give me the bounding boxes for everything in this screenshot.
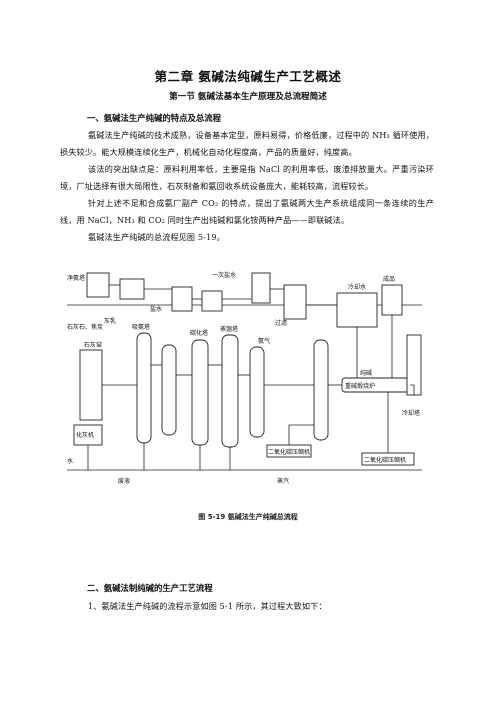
tower-shape bbox=[313, 339, 329, 441]
paragraph-2: 该法的突出缺点是：原料利用率低，主要是指 NaCl 的利用率低，废渣排放量大。严… bbox=[60, 164, 434, 191]
equipment-box bbox=[283, 284, 307, 320]
tower-shape bbox=[191, 339, 209, 446]
subheading-2: 二、氨碱法制纯碱的生产工艺流程 bbox=[87, 583, 213, 593]
tower-shape bbox=[221, 334, 239, 448]
subheading-1: 一、氨碱法生产纯碱的特点及总流程 bbox=[87, 113, 221, 123]
flow-line bbox=[410, 384, 415, 395]
paragraph-5: 1、氨碱法生产纯碱的流程示意如图 5-1 所示，其过程大致如下： bbox=[88, 601, 327, 611]
lime-kiln-shape bbox=[79, 349, 103, 421]
label-distill-tower: 蒸馏塔 bbox=[220, 325, 238, 333]
label-compressor-1: 二氧化碳压缩机 bbox=[268, 448, 310, 456]
label-compressor-2: 二氧化碳压缩机 bbox=[364, 456, 406, 464]
label-lime-milk: 灰乳 bbox=[104, 317, 116, 325]
label-limestone-coke: 石灰石、焦炭 bbox=[67, 323, 103, 331]
equipment-box bbox=[201, 290, 223, 312]
label-water: 水 bbox=[67, 457, 73, 465]
tower-shape bbox=[161, 344, 177, 436]
process-flow-diagram: 净氨塔 一次盐水 盐水 过滤 石灰石、焦炭 石灰窑 灰乳 化灰机 吸氨塔 碳化塔… bbox=[67, 271, 422, 485]
paragraph-4: 氨碱法生产纯碱的总流程见图 5-19。 bbox=[88, 232, 225, 242]
label-slaker: 化灰机 bbox=[76, 431, 94, 439]
label-steam: 蒸汽 bbox=[277, 477, 289, 485]
label-waste-liquid: 废液 bbox=[118, 477, 130, 485]
label-absorption-tower: 吸氨塔 bbox=[132, 323, 150, 331]
label-one-brine: 一次盐水 bbox=[212, 271, 236, 279]
label-washing-tower: 净氨塔 bbox=[67, 274, 85, 282]
tower-shape bbox=[249, 346, 265, 438]
label-ammonia-gas: 氨气 bbox=[258, 337, 270, 345]
label-lime-kiln: 石灰窑 bbox=[84, 341, 102, 349]
label-furnace: 重碱煅烧炉 bbox=[345, 382, 375, 390]
paragraph-3: 针对上述不足和合成氨厂副产 CO₂ 的特点，提出了氨碱两大生产系统组成同一条连续… bbox=[60, 198, 434, 225]
chapter-title: 第二章 氨碱法纯碱生产工艺概述 bbox=[154, 69, 342, 84]
tower-shape bbox=[136, 332, 152, 444]
label-brine: 盐水 bbox=[150, 305, 162, 313]
label-filter: 过滤 bbox=[275, 319, 287, 327]
equipment-box bbox=[251, 272, 271, 304]
figure-caption: 图 5-19 氨碱法生产纯碱总流程 bbox=[198, 513, 298, 521]
label-cooling-tower: 冷却塔 bbox=[402, 409, 420, 417]
equipment-box bbox=[336, 292, 378, 328]
label-cold-water: 冷却水 bbox=[348, 283, 366, 291]
equipment-box bbox=[171, 286, 193, 312]
paragraph-1: 氨碱法生产纯碱的技术成熟，设备基本定型，原料易得，价格低廉，过程中的 NH₃ 循… bbox=[60, 130, 434, 157]
equipment-box bbox=[86, 272, 110, 298]
label-product: 成品 bbox=[383, 275, 395, 283]
flow-line bbox=[288, 424, 314, 445]
equipment-box bbox=[381, 284, 403, 316]
label-carbonation-tower: 碳化塔 bbox=[190, 329, 208, 337]
equipment-box bbox=[119, 278, 145, 300]
section-title: 第一节 氨碱法基本生产原理及总流程简述 bbox=[169, 92, 327, 102]
label-soda-ash: 纯碱 bbox=[360, 369, 372, 377]
